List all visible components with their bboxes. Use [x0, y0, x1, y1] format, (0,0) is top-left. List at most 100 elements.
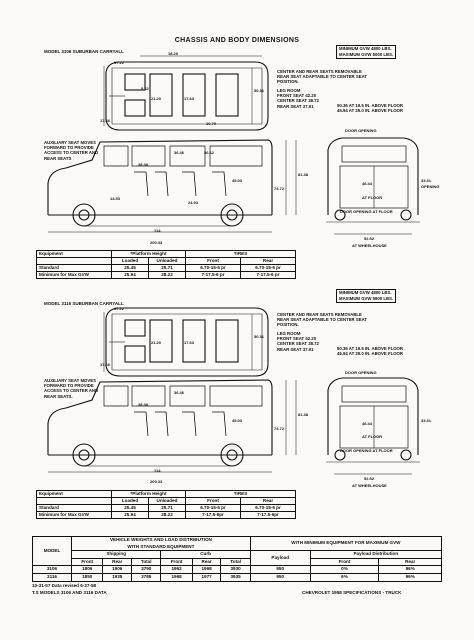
table-cell: 950	[249, 572, 311, 582]
page-title: CHASSIS AND BODY DIMENSIONS	[174, 37, 300, 44]
table-subheader: Loaded	[111, 497, 149, 505]
table-cell: 0%	[309, 565, 380, 574]
table-cell: Minimum for Max GVW	[36, 511, 112, 519]
table-cell: 1968	[160, 572, 193, 582]
leg-room-note: LEG ROOM FRONT SEAT 42.20 CENTER SEAT 38…	[277, 88, 319, 109]
gvw-max: MAXIMUM GVW 5000 LBS.	[339, 52, 394, 57]
table-cell: 1906	[102, 565, 133, 574]
table-cell: 7-17.5-6pr	[185, 511, 241, 519]
table-cell: 1977	[191, 572, 222, 582]
gvw-min: MINIMUM GVW 4800 LBS.	[339, 290, 392, 295]
rear-dim: 52.52	[364, 476, 375, 481]
table-cell: 3116	[32, 572, 72, 582]
dim-label: 45.03	[232, 418, 243, 423]
table-cell: 1968	[191, 565, 222, 574]
at-floor-label: AT FLOOR	[362, 195, 383, 200]
table-cell: 25.71	[148, 504, 186, 512]
table-header-row: MODEL VEHICLE WEIGHTS AND LOAD DISTRIBUT…	[32, 535, 443, 567]
dim-label: 17.66	[100, 118, 111, 123]
gvw-min: MINIMUM GVW 4800 LBS.	[339, 46, 392, 51]
table-subheader: Front	[70, 557, 104, 567]
dim-label: 38.38	[138, 402, 149, 407]
table-cell: 7-17.5-6 pr	[240, 271, 296, 279]
dim-label: 5.62	[141, 86, 149, 91]
dim-label: 36.62	[204, 150, 215, 155]
table-row: Minimum for Max GVW 25.94 28.22 7-17.5-6…	[36, 511, 296, 519]
dim-label: 114	[154, 228, 161, 233]
table-subheader: Total	[220, 557, 251, 567]
side-view-drawing	[47, 137, 420, 235]
table-subheader: Total	[131, 557, 162, 567]
dim-label: 21.20	[151, 96, 162, 101]
platform-tires-table: Equipment *Platform Height TIRES Loaded …	[36, 250, 296, 279]
table-subheader: Front	[185, 497, 241, 505]
floor-width-note: 50.36 AT 19.5 IN. ABOVE FLOOR 45.94 AT 2…	[337, 346, 403, 357]
standard-equipment-label: WITH STANDARD EQUIPMENT	[127, 543, 195, 549]
door-opening-label: DOOR OPENING	[345, 128, 377, 133]
top-view-drawing	[47, 307, 420, 475]
source-footer: CHEVROLET 1958 SPECIFICATIONS - TRUCK	[302, 590, 402, 595]
table-subheader: Rear	[102, 557, 133, 567]
top-view-drawing	[103, 55, 269, 131]
dim-label: 10.70	[206, 121, 217, 126]
table-row: 3116 1850 1935 3785 1968 1977 3935 950 6…	[32, 572, 442, 582]
table-cell: 25.94	[111, 511, 149, 519]
table-cell: 3785	[131, 572, 162, 582]
opening-label: OPENING	[421, 184, 440, 189]
table-cell: 3935	[220, 572, 251, 582]
table-cell: 96%	[378, 572, 442, 582]
dim-label: 24.93	[188, 200, 199, 205]
table-cell: 28.22	[148, 511, 186, 519]
at-wheelhouse-label: AT WHEELHOUSE	[352, 483, 387, 488]
table-subheader-row: Shipping Curb Payload Payload Distributi…	[33, 550, 443, 567]
weights-title: VEHICLE WEIGHTS AND LOAD DISTRIBUTION	[109, 537, 212, 542]
table-subheader: Payload Distribution	[309, 550, 443, 559]
revision-note: 10-31-57 Data revised 6-27-58	[32, 583, 97, 588]
platform-tires-table: Equipment *Platform Height TIRES Loaded …	[36, 490, 296, 519]
table-subheader: Payload	[249, 550, 311, 567]
table-row: Standard 25.45 25.71 6.70-15-6 pr 6.70-1…	[36, 504, 296, 512]
dim-label: 200.33	[150, 479, 163, 484]
door-opening-label: DOOR OPENING	[345, 370, 377, 375]
rear-dim: 52.52	[364, 236, 375, 241]
auxiliary-seat-note: AUXILIARY SEAT MOVES FORWARD TO PROVIDE …	[44, 378, 99, 399]
table-header: MODEL	[32, 535, 72, 567]
rear-dim: 33.31	[421, 418, 432, 423]
dim-label: 74.72	[274, 186, 285, 191]
auxiliary-seat-note: AUXILIARY SEAT MOVES FORWARD TO PROVIDE …	[44, 140, 99, 161]
dim-label: 45.03	[232, 178, 243, 183]
at-floor-label: AT FLOOR	[362, 434, 383, 439]
dim-label: 200.33	[150, 240, 163, 245]
table-subheader: Curb	[160, 550, 251, 559]
table-subheader: Rear	[378, 557, 442, 567]
door-opening-floor-label: DOOR OPENING AT FLOOR	[340, 448, 393, 453]
dim-label: 17.63	[184, 340, 195, 345]
table-cell: 3106	[32, 565, 72, 574]
rear-dim: 33.31	[421, 178, 432, 183]
gvw-box: MINIMUM GVW 4800 LBS. MAXIMUM GVW 5000 L…	[336, 45, 397, 59]
table-header: Equipment	[36, 490, 112, 498]
model-title: MODEL 3116 SUBURBAN CARRYALL	[44, 301, 124, 306]
dim-label: 17.63	[184, 96, 195, 101]
table-cell: 1850	[70, 572, 104, 582]
dim-label: 50.31	[254, 334, 265, 339]
seat-note: CENTER AND REAR SEATS REMOVABLE REAR SEA…	[277, 312, 367, 328]
table-subheader: Rear	[191, 557, 222, 567]
table-subheader: Rear	[240, 497, 296, 505]
gvw-box: MINIMUM GVW 4800 LBS. MAXIMUM GVW 5600 L…	[336, 289, 397, 303]
rear-dim: 46.44	[362, 421, 373, 426]
at-wheelhouse-label: AT WHEELHOUSE	[352, 243, 387, 248]
models-note: T.S MODELS 3106 AND 3116 DATA	[32, 590, 107, 595]
dim-label: 36.46	[174, 150, 185, 155]
table-header: TIRES	[185, 490, 296, 498]
table-subheader: Unloaded	[148, 497, 186, 505]
table-subheader: Front	[309, 557, 380, 567]
table-cell: 7-17.5-6pr	[240, 511, 296, 519]
table-subheader-row: Loaded Unloaded Front Rear	[36, 497, 296, 505]
table-subheader-row: Front Rear Total Front Rear Total Front …	[33, 557, 442, 567]
floor-width-note: 50.36 AT 19.5 IN. ABOVE FLOOR 45.94 AT 2…	[337, 103, 403, 114]
model-title: MODEL 3106 SUBURBAN CARRYALL	[44, 49, 124, 54]
table-cell: 3790	[131, 565, 162, 574]
gvw-max: MAXIMUM GVW 5600 LBS.	[339, 296, 394, 301]
dim-label: 36.46	[174, 390, 185, 395]
